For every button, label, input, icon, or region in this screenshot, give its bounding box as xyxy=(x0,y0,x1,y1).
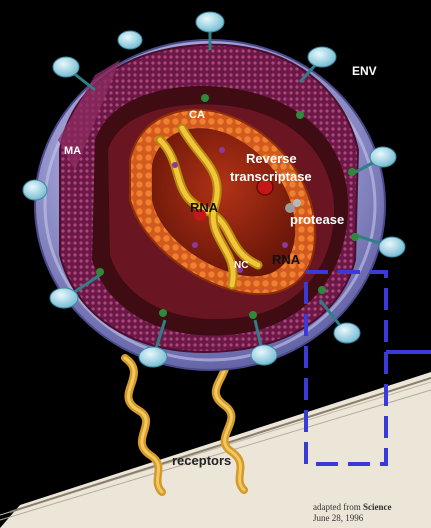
label-env: ENV xyxy=(352,64,377,78)
label-protease: protease xyxy=(290,212,344,227)
label-rna-right: RNA xyxy=(272,252,301,267)
credit-prefix: adapted from xyxy=(313,502,363,512)
credit-line-1: adapted from Science xyxy=(313,502,391,512)
credit-date: June 28, 1996 xyxy=(313,513,364,523)
label-ma: MA xyxy=(64,145,81,157)
label-receptors: receptors xyxy=(172,453,231,468)
label-nc: NC xyxy=(234,260,248,271)
label-reverse-transcriptase-line1: Reverse xyxy=(246,151,297,166)
label-ca: CA xyxy=(189,109,205,121)
credit-source: Science xyxy=(363,502,392,512)
label-rna-left: RNA xyxy=(190,200,219,215)
label-reverse-transcriptase-line2: transcriptase xyxy=(230,169,312,184)
